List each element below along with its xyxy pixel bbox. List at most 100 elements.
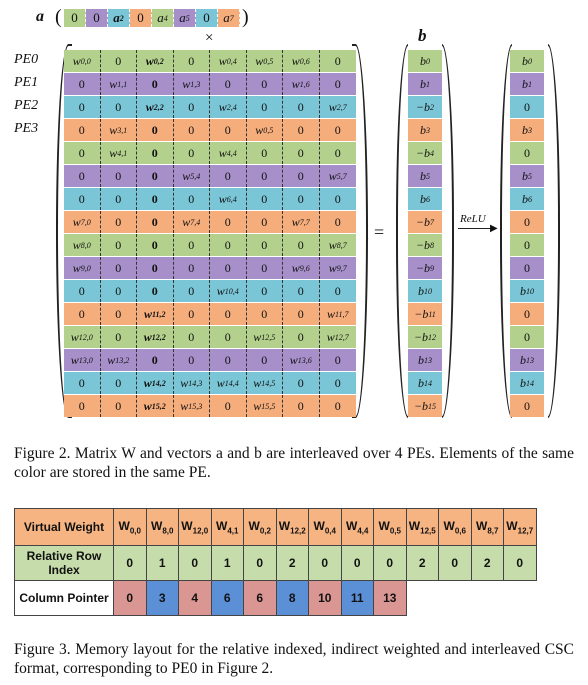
matrix-cell: 0 bbox=[247, 234, 283, 256]
vector-output-cell: 0 bbox=[510, 257, 544, 279]
matrix-cell: 0 bbox=[283, 395, 320, 417]
column-pointer-cell: 13 bbox=[373, 580, 407, 616]
relative-row-index-cell: 2 bbox=[470, 545, 504, 581]
matrix-cell: 0 bbox=[101, 211, 137, 233]
matrix-cell: 0 bbox=[101, 165, 137, 187]
virtual-weight-cell: W8,7 bbox=[470, 508, 504, 546]
virtual-weight-cell: W4,4 bbox=[340, 508, 374, 546]
matrix-cell: 0 bbox=[174, 326, 210, 348]
matrix-cell: 0 bbox=[101, 257, 137, 279]
matrix-cell: 0 bbox=[210, 119, 247, 141]
matrix-cell: 0 bbox=[210, 257, 247, 279]
relu-label: ReLU bbox=[460, 213, 486, 225]
matrix-cell: 0 bbox=[137, 73, 174, 95]
virtual-weight-cell: W8,0 bbox=[145, 508, 179, 546]
matrix-cell: 0 bbox=[283, 165, 320, 187]
output-right-paren bbox=[548, 44, 560, 418]
matrix-cell: 0 bbox=[334, 283, 341, 298]
matrix-cell: 0 bbox=[174, 142, 210, 164]
matrix-cell: 0 bbox=[334, 53, 341, 68]
column-pointer-header: Column Pointer bbox=[14, 580, 114, 616]
vector-a-cell: 0 bbox=[64, 9, 86, 27]
virtual-weight-cell: W12,2 bbox=[275, 508, 309, 546]
matrix-cell: 0 bbox=[174, 188, 210, 210]
vector-b-right-paren bbox=[442, 44, 454, 418]
relative-row-index-cell: 0 bbox=[243, 545, 277, 581]
matrix-cell: 0 bbox=[64, 119, 101, 141]
matrix-cell: 0 bbox=[101, 188, 137, 210]
matrix-cell: 0 bbox=[137, 211, 174, 233]
matrix-cell: 0 bbox=[247, 257, 283, 279]
virtual-weight-cell: W12,0 bbox=[178, 508, 212, 546]
empty-cell bbox=[471, 581, 504, 616]
column-pointer-cell: 4 bbox=[178, 580, 212, 616]
matrix-cell: 0 bbox=[283, 119, 320, 141]
empty-cell bbox=[406, 581, 439, 616]
matrix-cell: 0 bbox=[137, 349, 174, 371]
equals-symbol: = bbox=[374, 222, 385, 242]
relative-row-index-cell: 2 bbox=[405, 545, 439, 581]
vector-b-left-paren bbox=[396, 44, 408, 418]
matrix-cell: 0 bbox=[101, 395, 137, 417]
matrix-cell: 0 bbox=[174, 303, 210, 325]
relu-arrow-line bbox=[458, 228, 494, 229]
relative-row-index-cell: 0 bbox=[178, 545, 212, 581]
matrix-cell: 0 bbox=[101, 372, 137, 394]
vector-a-cell: 0 bbox=[86, 9, 108, 27]
figure-3-caption: Figure 3. Memory layout for the relative… bbox=[14, 641, 574, 677]
relative-row-index-cell: 0 bbox=[503, 545, 537, 581]
matrix-cell: 0 bbox=[64, 303, 101, 325]
relative-row-index-cell: 2 bbox=[275, 545, 309, 581]
matrix-cell: 0 bbox=[247, 142, 283, 164]
virtual-weight-cell: W0,6 bbox=[438, 508, 472, 546]
vector-output-cell: 0 bbox=[510, 326, 544, 348]
matrix-cell: 0 bbox=[101, 280, 137, 302]
matrix-cell: 0 bbox=[247, 188, 283, 210]
matrix-cell: 0 bbox=[64, 372, 101, 394]
matrix-cell: 0 bbox=[210, 349, 247, 371]
matrix-cell: 0 bbox=[334, 122, 341, 137]
matrix-cell: 0 bbox=[174, 96, 210, 118]
matrix-cell: 0 bbox=[64, 73, 101, 95]
vector-a-right-paren: ) bbox=[242, 6, 249, 28]
relative-row-index-cell: 0 bbox=[308, 545, 342, 581]
matrix-cell: 0 bbox=[137, 119, 174, 141]
vector-a-left-paren: ( bbox=[55, 6, 62, 28]
virtual-weight-cell: W12,5 bbox=[405, 508, 439, 546]
